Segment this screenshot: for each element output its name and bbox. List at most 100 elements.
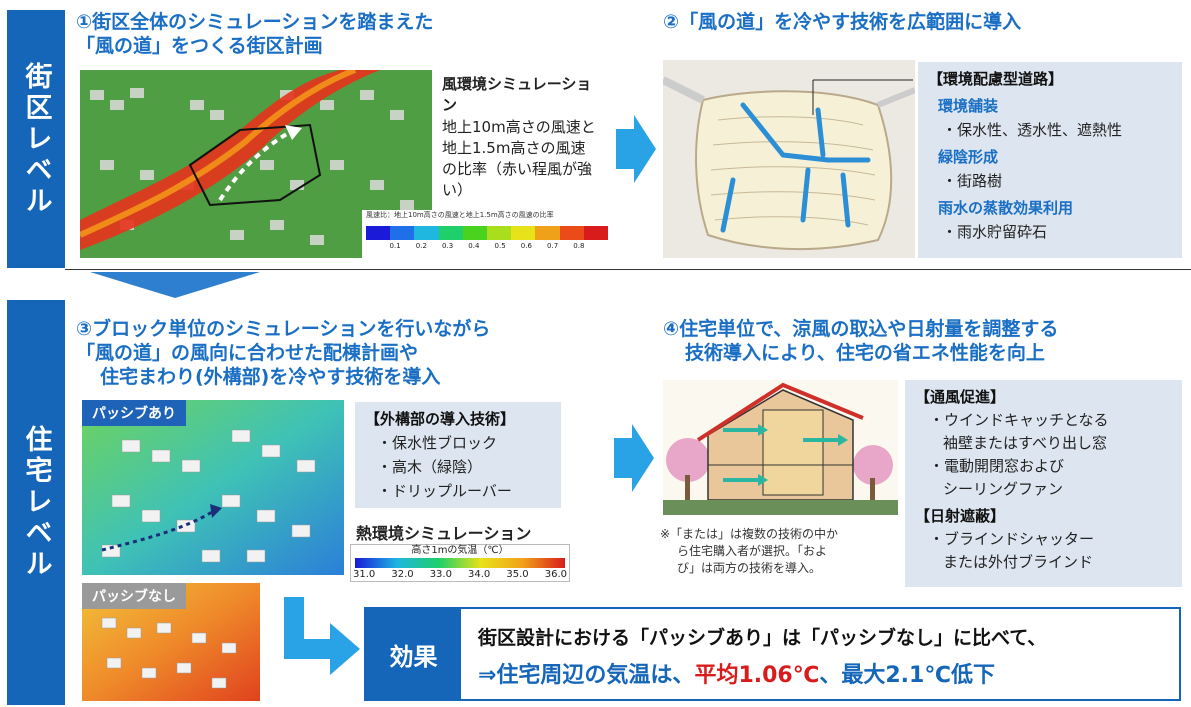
ventilation-item-1: ・ウインドキャッチとなる [929,411,1109,429]
down-arrow-icon [90,272,260,298]
effect-arrow-icon [284,597,360,675]
shade-item: ・街路樹 [942,172,1003,190]
wind-legend-tick: 0.2 [415,242,427,250]
section2-heading: ②「風の道」を冷やす技術を広範囲に導入 [663,10,1021,34]
wind-legend-tick: 0.8 [573,242,585,250]
thermal-sim-title: 熱環境シミュレーション [356,524,532,543]
wind-legend-swatch [438,226,463,240]
effect-maximum: 最大2.1℃低下 [841,663,995,688]
exterior-tech-box: 【外構部の導入技術】 ・保水性ブロック ・高木（緑陰） ・ドリップルーバー [355,402,561,508]
ventilation-item-3: ・電動開閉窓および [929,457,1065,475]
wind-legend-tick: 0.6 [520,242,532,250]
eco-paving-item: ・保水性、透水性、遮熱性 [942,121,1123,139]
effect-separator: 、 [819,663,842,688]
eco-road-title: 【環境配慮型道路】 [928,70,1064,88]
road-plan-map [663,60,915,258]
wind-legend-tick: 0.1 [389,242,401,250]
wind-legend-swatch [462,226,488,240]
thermal-scale-tick: 32.0 [391,569,414,580]
wind-legend-tick: 0.4 [468,242,480,250]
house-sketch-graphic [663,380,898,515]
effect-label: 効果 [366,609,461,699]
wind-legend-caption: 風速比：地上10m高さの風速と地上1.5m高さの風速の比率 [366,211,554,219]
wind-legend-ticks: 0.1 0.2 0.3 0.4 0.5 0.6 0.7 0.8 [382,242,592,250]
ventilation-item-2: 袖壁またはすべり出し窓 [943,434,1107,452]
eco-road-box: 【環境配慮型道路】 環境舗装 ・保水性、透水性、遮熱性 緑陰形成 ・街路樹 雨水… [918,62,1182,258]
section-divider [65,269,1191,270]
section4-heading: ④住宅単位で、涼風の取込や日射量を調整する 技術導入により、住宅の省エネ性能を向… [663,317,1058,365]
house-tech-box: 【通風促進】 ・ウインドキャッチとなる 袖壁またはすべり出し窓 ・電動開閉窓およ… [905,380,1182,587]
rainwater-title: 雨水の蒸散効果利用 [938,199,1074,217]
passive-with-graphic [82,400,344,575]
shading-item-2: または外付ブラインド [943,553,1094,571]
wind-sim-title: 風環境シミュレーション [442,75,592,114]
wind-legend-swatch [366,226,391,240]
wind-legend-tick: 0.7 [547,242,559,250]
note-line3: び」は両方の技術を導入。 [677,561,822,575]
wind-sim-text: 風環境シミュレーション 地上10m高さの風速と地上1.5m高さの風速の比率（赤い… [442,74,597,201]
note-line2: ら住宅購入者が選択。「およ [677,544,828,558]
effect-box: 効果 街区設計における「パッシブあり」は「パッシブなし」に比べて、 ⇒住宅周辺の… [364,607,1181,701]
section3-title-line3: 住宅まわり(外構部)を冷やす技術を導入 [100,366,441,388]
thermal-scale-tick: 35.0 [506,569,529,580]
district-level-band: 街区レベル [7,10,65,268]
wind-legend-swatch [583,226,609,240]
shade-title: 緑陰形成 [938,148,999,166]
exterior-item-2: ・高木（緑陰） [377,458,483,476]
wind-legend-tick: 0.5 [494,242,506,250]
thermal-scale: 高さ1mの気温（℃） 31.0 32.0 33.0 34.0 35.0 36.0 [350,544,570,582]
eco-paving-title: 環境舗装 [938,97,999,115]
wind-legend-swatch [414,226,439,240]
district-level-label: 街区レベル [20,61,52,217]
right-arrow-icon [616,115,656,183]
section4-title-line2: 技術導入により、住宅の省エネ性能を向上 [685,342,1045,364]
wind-legend-swatch [559,226,584,240]
thermal-scale-ticks: 31.0 32.0 33.0 34.0 35.0 36.0 [351,569,569,580]
thermal-scale-tick: 36.0 [544,569,567,580]
wind-legend-swatch [390,226,415,240]
section2-title: ②「風の道」を冷やす技術を広範囲に導入 [663,11,1022,33]
section3-title-line1: ③ブロック単位のシミュレーションを行いながら [76,318,491,340]
passive-without-map: パッシブなし [82,583,260,701]
shading-title: 【日射遮蔽】 [915,507,1006,525]
rainwater-item: ・雨水貯留砕石 [942,223,1048,241]
ventilation-item-4: シーリングファン [943,480,1064,498]
thermal-scale-caption: 高さ1mの気温（℃） [411,545,509,556]
exterior-tech-title: 【外構部の導入技術】 [365,410,516,428]
thermal-scale-tick: 34.0 [468,569,491,580]
effect-average: 平均1.06℃ [694,663,820,688]
section1-title-line2: 「風の道」をつくる街区計画 [76,35,323,57]
wind-legend-swatch [487,226,512,240]
thermal-scale-tick: 31.0 [353,569,376,580]
note-line1: ※「または」は複数の技術の中か [660,527,839,541]
effect-line2: ⇒住宅周辺の気温は、平均1.06℃、最大2.1℃低下 [478,657,995,689]
effect-line1: 街区設計における「パッシブあり」は「パッシブなし」に比べて、 [478,627,1047,649]
house-section-sketch [663,380,898,515]
housing-level-label: 住宅レベル [20,425,52,580]
shading-item-1: ・ブラインドシャッター [929,530,1095,548]
ventilation-title: 【通風促進】 [915,388,1006,406]
wind-legend-bar [366,226,609,240]
section4-title-line1: ④住宅単位で、涼風の取込や日射量を調整する [663,318,1059,340]
wind-legend-tick: 0.3 [442,242,454,250]
road-plan-graphic [663,60,915,258]
wind-legend-swatch [535,226,560,240]
housing-level-band: 住宅レベル [7,300,65,705]
section1-title-line1: ①街区全体のシミュレーションを踏まえた [76,11,434,33]
passive-without-label: パッシブなし [82,583,186,609]
exterior-item-3: ・ドリップルーバー [377,482,512,500]
thermal-scale-tick: 33.0 [429,569,452,580]
right-arrow-icon [614,424,654,492]
effect-prefix: ⇒住宅周辺の気温は、 [478,663,695,688]
section1-heading: ①街区全体のシミュレーションを踏まえた 「風の道」をつくる街区計画 [76,10,433,58]
wind-legend-swatch [511,226,536,240]
section3-title-line2: 「風の道」の風向に合わせた配棟計画や [76,342,419,364]
passive-with-map: パッシブあり [82,400,344,575]
section3-heading: ③ブロック単位のシミュレーションを行いながら 「風の道」の風向に合わせた配棟計画… [76,317,490,389]
wind-sim-description: 地上10m高さの風速と地上1.5m高さの風速の比率（赤い程風が強い） [442,118,596,199]
note-text: ※「または」は複数の技術の中か ら住宅購入者が選択。「およ び」は両方の技術を導… [660,526,905,577]
exterior-item-1: ・保水性ブロック [377,434,498,452]
passive-with-label: パッシブあり [82,400,186,426]
thermal-scale-bar [355,558,565,568]
